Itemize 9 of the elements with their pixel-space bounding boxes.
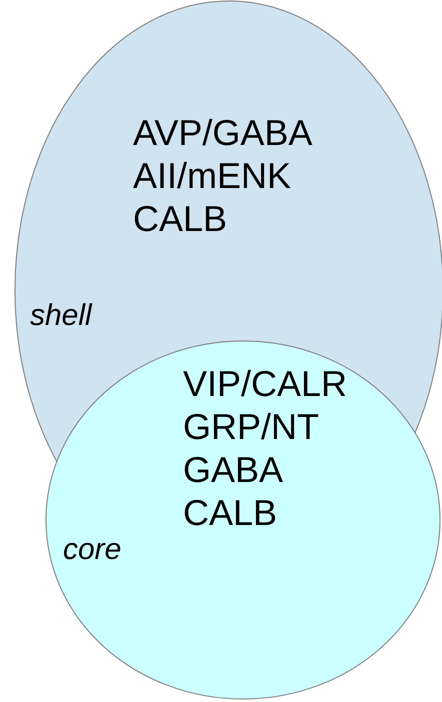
marker-label: AVP/GABA: [133, 113, 312, 153]
marker-label: CALB: [133, 199, 228, 239]
marker-label: GABA: [183, 450, 284, 490]
region-label: core: [63, 532, 122, 568]
marker-label: GRP/NT: [183, 407, 320, 447]
region-label: shell: [30, 298, 92, 334]
marker-label: VIP/CALR: [183, 364, 348, 404]
marker-label: CALB: [183, 493, 278, 533]
marker-label: AII/mENK: [133, 156, 292, 196]
